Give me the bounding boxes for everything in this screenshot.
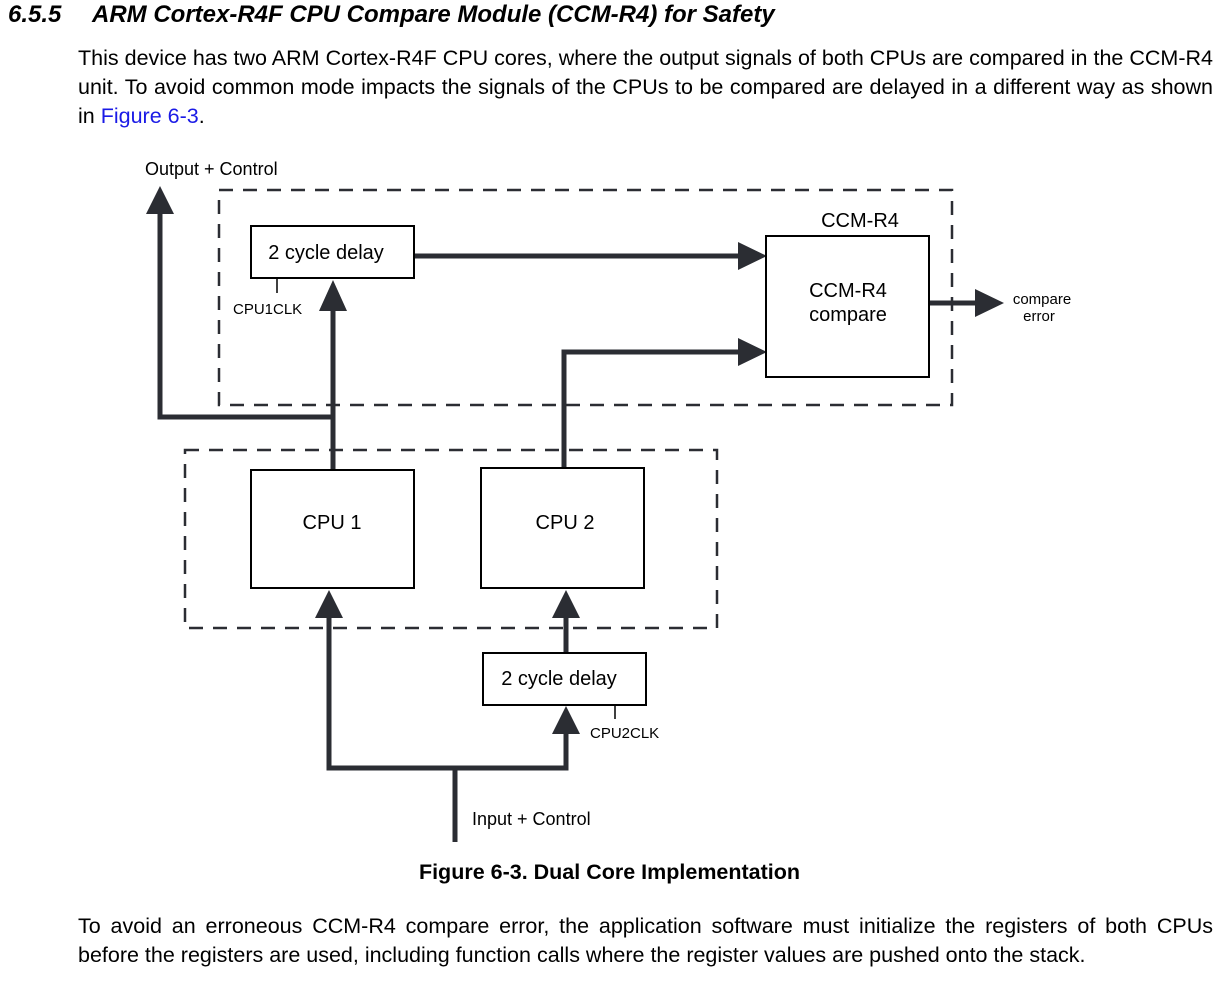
ccm-group-boundary bbox=[217, 188, 954, 407]
figure-link[interactable]: Figure 6-3 bbox=[100, 104, 199, 128]
cpu2-box bbox=[480, 467, 645, 589]
cpu-group-boundary bbox=[183, 448, 719, 630]
delay1-box bbox=[250, 225, 415, 279]
output-arrow-icon bbox=[146, 186, 174, 214]
cpu2clk-label: CPU2CLK bbox=[590, 725, 659, 742]
section-heading: 6.5.5 ARM Cortex-R4F CPU Compare Module (… bbox=[8, 0, 775, 30]
compare-error-arrow-icon bbox=[975, 289, 1004, 317]
note-paragraph: To avoid an erroneous CCM-R4 compare err… bbox=[78, 914, 1213, 967]
dual-core-diagram: Output + Control CCM-R4 2 cycle delay CP… bbox=[145, 159, 1071, 842]
ccm-input1-arrow-icon bbox=[738, 242, 767, 270]
ccm-compare-box bbox=[765, 235, 930, 378]
intro-paragraph: This device has two ARM Cortex-R4F CPU c… bbox=[78, 44, 1213, 131]
cpu2-to-ccm-path bbox=[561, 349, 742, 470]
input-to-cpu1-path bbox=[326, 612, 569, 771]
section-title: ARM Cortex-R4F CPU Compare Module (CCM-R… bbox=[92, 1, 775, 28]
delay2-input-arrow-icon bbox=[552, 706, 580, 734]
figure-caption: Figure 6-3. Dual Core Implementation bbox=[418, 860, 801, 884]
ccm-compare-label-line1: CCM-R4 bbox=[809, 280, 887, 302]
compare-error-label-line1: compare bbox=[1013, 291, 1071, 308]
intro-text-end: . bbox=[198, 104, 205, 128]
intro-text: This device has two ARM Cortex-R4F CPU c… bbox=[78, 46, 1213, 128]
cpu1-input-arrow-icon bbox=[315, 590, 343, 618]
cpu1-label: CPU 1 bbox=[303, 512, 362, 534]
section-number: 6.5.5 bbox=[8, 1, 62, 28]
delay1-label: 2 cycle delay bbox=[268, 242, 384, 264]
compare-error-label-line2: error bbox=[1023, 308, 1055, 325]
output-control-path bbox=[157, 205, 333, 420]
delay1-input-arrow-icon bbox=[319, 280, 347, 311]
cpu2-label: CPU 2 bbox=[536, 512, 595, 534]
cpu1clk-label: CPU1CLK bbox=[233, 301, 302, 318]
cpu1-box bbox=[250, 469, 415, 589]
delay2-label: 2 cycle delay bbox=[501, 668, 617, 690]
ccm-group-label: CCM-R4 bbox=[821, 210, 899, 232]
input-control-label: Input + Control bbox=[472, 809, 591, 829]
output-control-label: Output + Control bbox=[145, 159, 278, 179]
cpu2-input-arrow-icon bbox=[552, 590, 580, 618]
ccm-compare-label-line2: compare bbox=[809, 304, 887, 326]
ccm-input2-arrow-icon bbox=[738, 338, 767, 366]
delay2-box bbox=[482, 652, 647, 706]
